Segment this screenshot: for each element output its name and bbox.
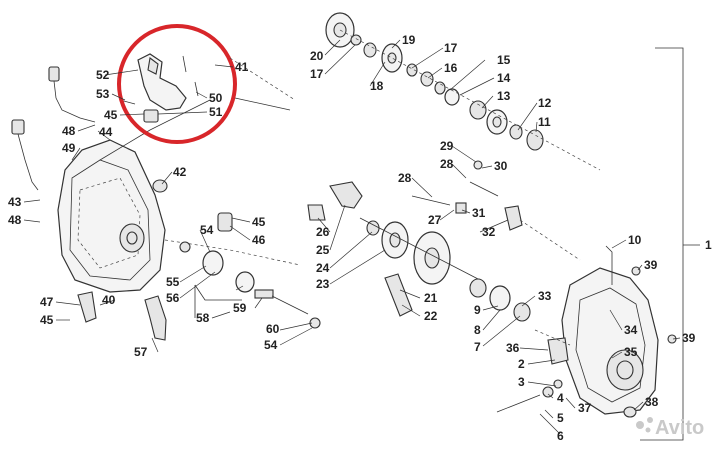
callout-51: 51 <box>209 105 223 119</box>
callout-2: 2 <box>518 357 525 371</box>
callout-29: 29 <box>440 139 454 153</box>
callout-44: 44 <box>99 125 113 139</box>
callout-36: 36 <box>506 341 520 355</box>
callout-11: 11 <box>538 115 551 129</box>
callout-26: 26 <box>316 225 330 239</box>
callout-56: 56 <box>166 291 180 305</box>
callout-45-bottom: 45 <box>40 313 54 327</box>
callout-49: 49 <box>62 141 76 155</box>
callout-24: 24 <box>316 261 330 275</box>
callout-59: 59 <box>233 301 247 315</box>
callout-12: 12 <box>538 96 552 110</box>
callout-48-top: 48 <box>62 124 76 138</box>
callout-33: 33 <box>538 289 552 303</box>
callout-4: 4 <box>557 391 564 405</box>
callout-45-right: 45 <box>252 215 266 229</box>
callout-52: 52 <box>96 68 110 82</box>
callout-5: 5 <box>557 411 564 425</box>
callout-3: 3 <box>518 375 525 389</box>
top-gear-stack <box>325 12 601 171</box>
avito-watermark: Avito <box>636 417 704 439</box>
callout-28-left: 28 <box>398 171 412 185</box>
callout-17-left: 17 <box>310 67 324 81</box>
left-cover-assembly <box>57 99 301 293</box>
callout-53: 53 <box>96 87 110 101</box>
callout-39-right: 39 <box>682 331 696 345</box>
callout-57: 57 <box>134 345 148 359</box>
assembly-bracket <box>640 47 700 441</box>
callout-45-top: 45 <box>104 108 118 122</box>
callout-9: 9 <box>474 303 481 317</box>
callout-58: 58 <box>196 311 210 325</box>
callout-13: 13 <box>497 89 511 103</box>
callout-6: 6 <box>557 429 564 443</box>
callout-8: 8 <box>474 323 481 337</box>
callout-27: 27 <box>428 213 442 227</box>
callout-labels: 1 2 3 4 5 6 7 8 9 10 11 12 13 14 15 16 1… <box>8 33 712 443</box>
callout-28-right: 28 <box>440 157 454 171</box>
callout-48-left: 48 <box>8 213 22 227</box>
callout-46: 46 <box>252 233 266 247</box>
callout-55: 55 <box>166 275 180 289</box>
callout-40: 40 <box>102 293 116 307</box>
callout-25: 25 <box>316 243 330 257</box>
callout-34: 34 <box>624 323 638 337</box>
callout-30: 30 <box>494 159 508 173</box>
callout-16: 16 <box>444 61 458 75</box>
callout-35: 35 <box>624 345 638 359</box>
callout-21: 21 <box>424 291 438 305</box>
callout-23: 23 <box>316 277 330 291</box>
callout-22: 22 <box>424 309 438 323</box>
callout-60: 60 <box>266 322 280 336</box>
highlight-circle <box>117 24 237 144</box>
sensor-wire <box>11 66 96 191</box>
watermark-text: Avito <box>655 417 704 439</box>
callout-17-top: 17 <box>444 41 458 55</box>
callout-19: 19 <box>402 33 416 47</box>
middle-shaft-group <box>307 160 581 322</box>
callout-47: 47 <box>40 295 54 309</box>
callout-54-bottom: 54 <box>264 338 278 352</box>
callout-31: 31 <box>472 206 486 220</box>
callout-38: 38 <box>645 395 659 409</box>
callout-43: 43 <box>8 195 22 209</box>
callout-14: 14 <box>497 71 511 85</box>
callout-10: 10 <box>628 233 642 247</box>
callout-54-top: 54 <box>200 223 214 237</box>
callout-50: 50 <box>209 91 223 105</box>
callout-41: 41 <box>235 60 249 74</box>
callout-7: 7 <box>474 340 481 354</box>
callout-39-top: 39 <box>644 258 658 272</box>
callout-32: 32 <box>482 225 496 239</box>
callout-1: 1 <box>705 238 712 252</box>
callout-15: 15 <box>497 53 511 67</box>
left-small-parts <box>77 179 321 341</box>
callout-20: 20 <box>310 49 324 63</box>
leader-lines <box>23 39 681 435</box>
callout-18: 18 <box>370 79 384 93</box>
callout-37: 37 <box>578 401 592 415</box>
right-gearcase-housing <box>496 245 677 418</box>
callout-42: 42 <box>173 165 187 179</box>
